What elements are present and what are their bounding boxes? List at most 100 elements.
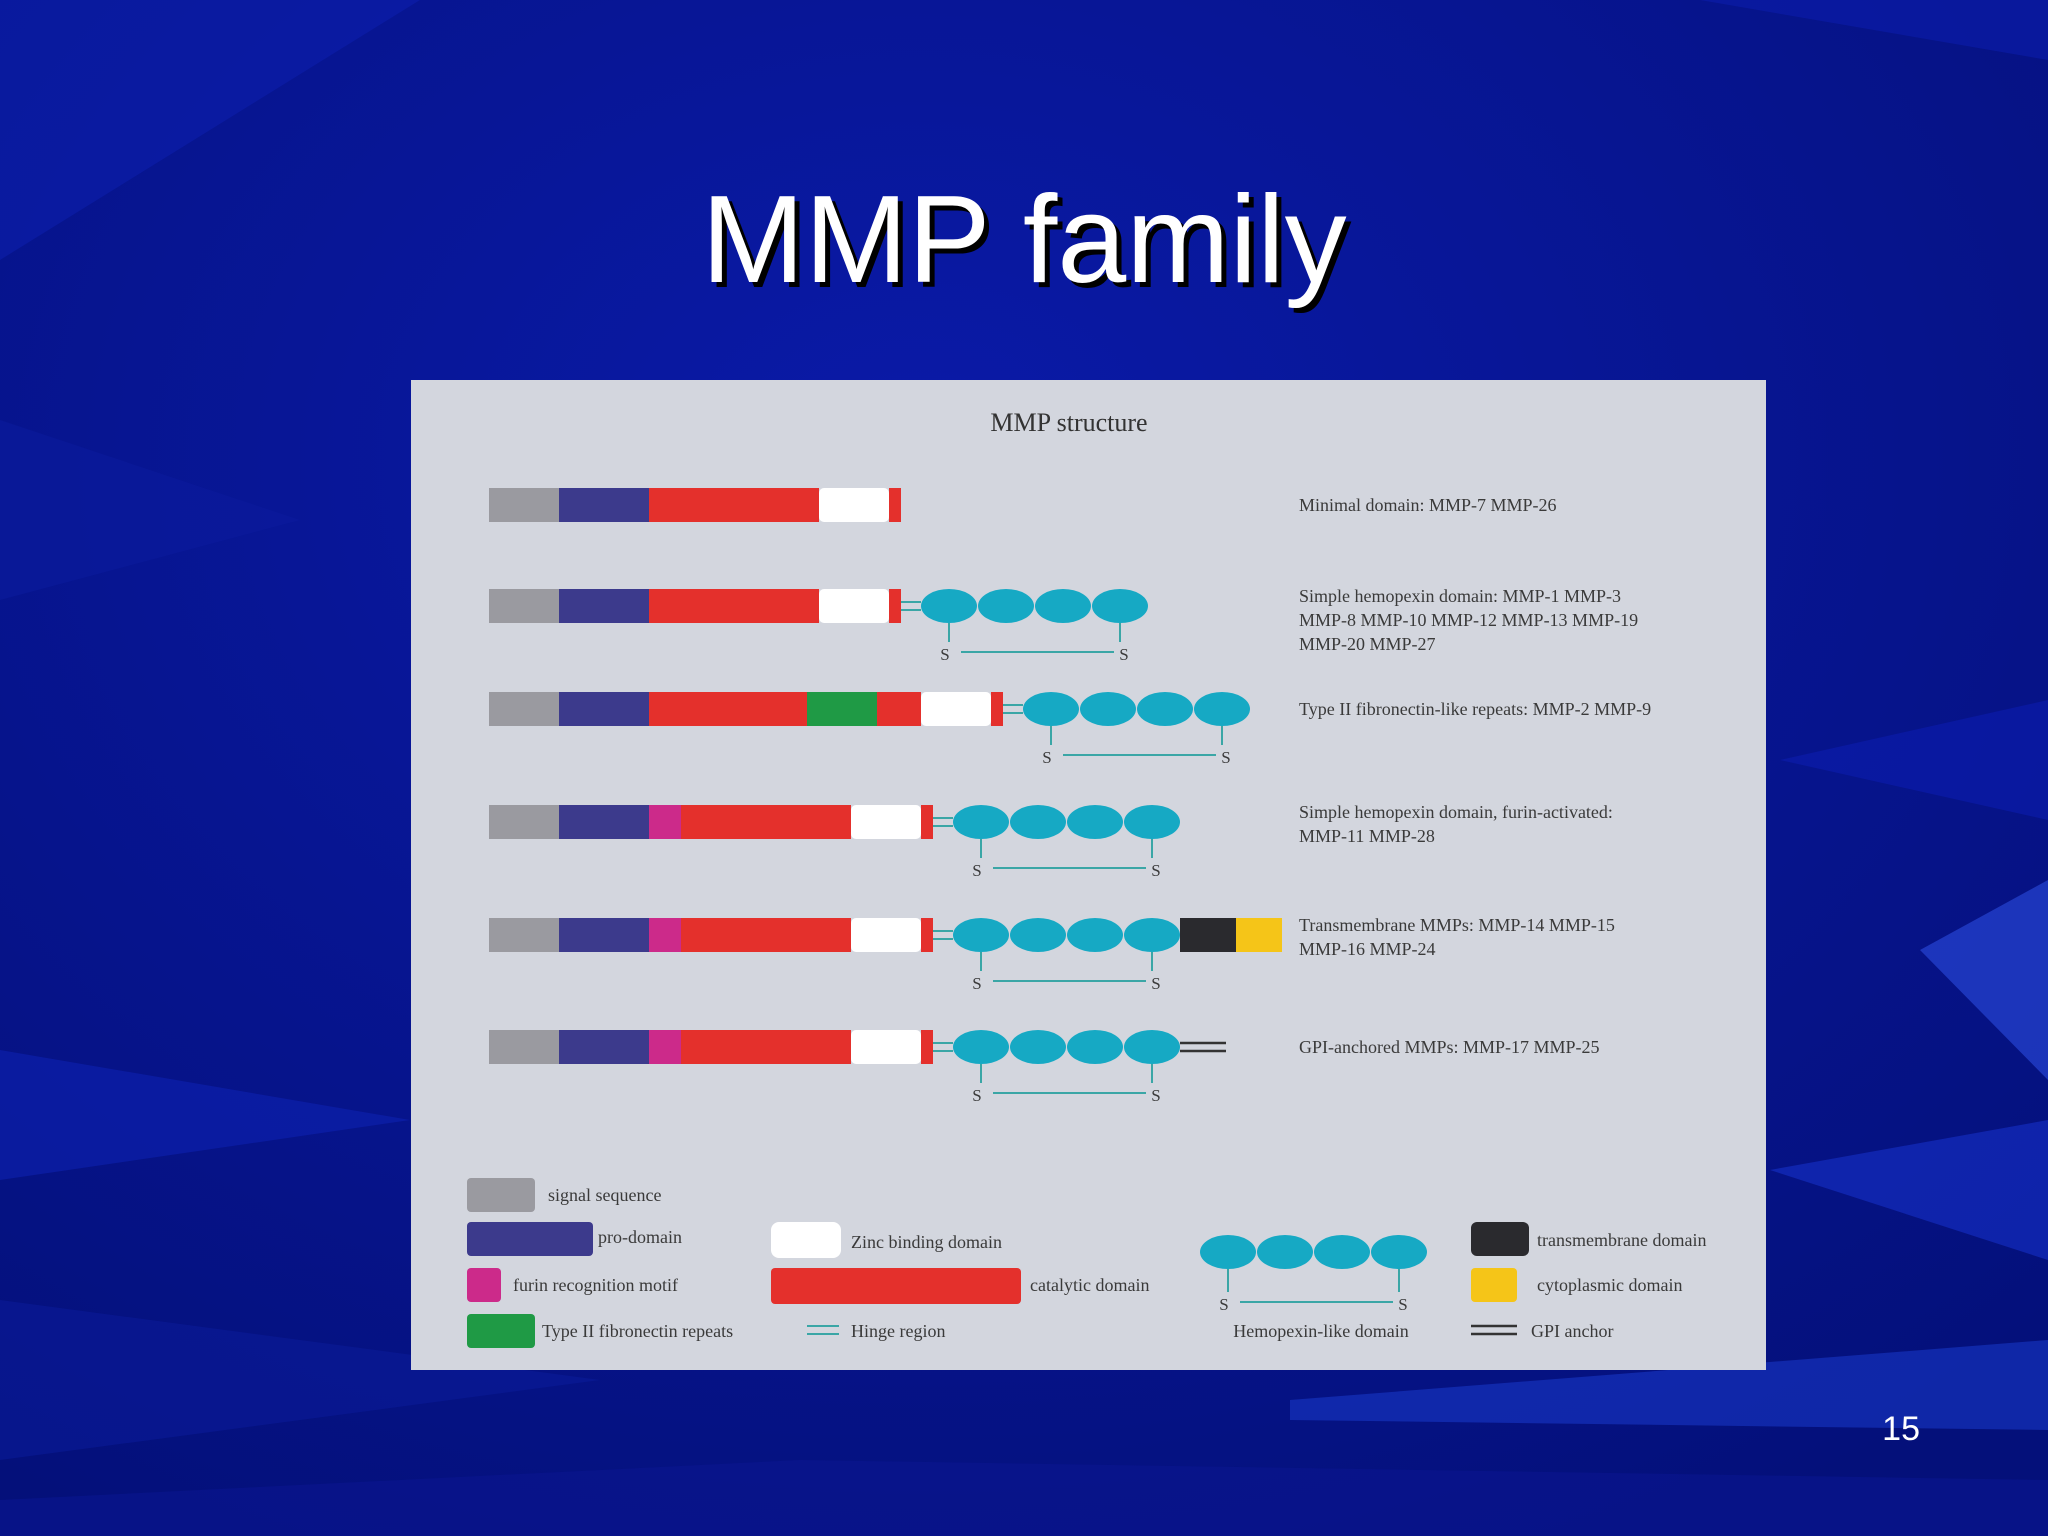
hemopexin-blade — [921, 589, 977, 623]
legend-hemopexin-blade — [1314, 1235, 1370, 1269]
pro-domain — [559, 589, 649, 623]
disulfide-label: S — [972, 861, 981, 880]
hinge-region — [933, 930, 953, 940]
mmp-diagram: MMP structure Minimal domain: MMP-7 MMP-… — [467, 408, 1706, 1348]
disulfide-label: S — [972, 1086, 981, 1105]
row-label: MMP-16 MMP-24 — [1299, 939, 1436, 959]
pro-domain — [559, 692, 649, 726]
legend-transmembrane-swatch — [1471, 1222, 1529, 1256]
legend-pro-swatch — [467, 1222, 593, 1256]
legend-zinc-label: Zinc binding domain — [851, 1232, 1002, 1252]
pro-domain — [559, 488, 649, 522]
legend-hemopexin-blade — [1257, 1235, 1313, 1269]
hemopexin-blade — [1067, 805, 1123, 839]
zinc-binding-domain — [851, 918, 921, 952]
legend-signal-label: signal sequence — [548, 1185, 661, 1205]
hemopexin-blade — [1080, 692, 1136, 726]
mmp-row-1: Minimal domain: MMP-7 MMP-26 — [489, 488, 1557, 522]
hemopexin-blade — [953, 805, 1009, 839]
signal-sequence — [489, 692, 559, 726]
legend-gpi-label: GPI anchor — [1531, 1321, 1613, 1341]
signal-sequence — [489, 589, 559, 623]
cytoplasmic-domain — [1236, 918, 1282, 952]
catalytic-domain — [921, 805, 933, 839]
hemopexin-blade — [978, 589, 1034, 623]
hemopexin-blade — [1092, 589, 1148, 623]
legend-furin-label: furin recognition motif — [513, 1275, 678, 1295]
furin-recognition-motif — [649, 918, 681, 952]
zinc-binding-domain — [851, 805, 921, 839]
disulfide-label: S — [1151, 861, 1160, 880]
legend-disulfide-label: S — [1398, 1295, 1407, 1314]
legend-transmembrane-label: transmembrane domain — [1537, 1230, 1706, 1250]
catalytic-domain — [649, 589, 819, 623]
catalytic-domain — [921, 918, 933, 952]
zinc-binding-domain — [921, 692, 991, 726]
disulfide-label: S — [940, 645, 949, 664]
catalytic-domain — [681, 1030, 851, 1064]
catalytic-domain — [889, 589, 901, 623]
legend-fibronectin-label: Type II fibronectin repeats — [542, 1321, 733, 1341]
signal-sequence — [489, 918, 559, 952]
disulfide-label: S — [1119, 645, 1128, 664]
disulfide-label: S — [1042, 748, 1051, 767]
disulfide-label: S — [1221, 748, 1230, 767]
zinc-binding-domain — [851, 1030, 921, 1064]
pro-domain — [559, 918, 649, 952]
disulfide-label: S — [1151, 974, 1160, 993]
catalytic-domain — [649, 692, 807, 726]
legend-pro-label: pro-domain — [598, 1227, 682, 1247]
legend-catalytic-swatch — [771, 1268, 1021, 1304]
figure-title: MMP structure — [990, 408, 1147, 437]
legend-cytoplasmic-swatch — [1471, 1268, 1517, 1302]
catalytic-domain — [921, 1030, 933, 1064]
legend-furin-swatch — [467, 1268, 501, 1302]
disulfide-label: S — [972, 974, 981, 993]
row-label: Simple hemopexin domain, furin-activated… — [1299, 802, 1613, 822]
hinge-region — [933, 817, 953, 827]
hemopexin-blade — [1010, 1030, 1066, 1064]
legend-catalytic-label: catalytic domain — [1030, 1275, 1149, 1295]
catalytic-domain — [889, 488, 901, 522]
hemopexin-blade — [1124, 918, 1180, 952]
legend-cytoplasmic-label: cytoplasmic domain — [1537, 1275, 1682, 1295]
hemopexin-blade — [1194, 692, 1250, 726]
hinge-region — [901, 601, 921, 611]
hemopexin-blade — [1137, 692, 1193, 726]
catalytic-domain — [877, 692, 921, 726]
signal-sequence — [489, 488, 559, 522]
row-label: Simple hemopexin domain: MMP-1 MMP-3 — [1299, 586, 1621, 606]
legend-disulfide-label: S — [1219, 1295, 1228, 1314]
pro-domain — [559, 805, 649, 839]
hinge-region — [933, 1042, 953, 1052]
zinc-binding-domain — [819, 589, 889, 623]
legend: signal sequence pro-domain furin recogniti… — [467, 1178, 1706, 1348]
mmp-row-5: S S Transmembrane MMPs: MMP-14 MMP-15MMP-1… — [489, 915, 1615, 993]
disulfide-label: S — [1151, 1086, 1160, 1105]
signal-sequence — [489, 805, 559, 839]
legend-signal-swatch — [467, 1178, 535, 1212]
legend-hemopexin-label: Hemopexin-like domain — [1233, 1321, 1408, 1341]
hemopexin-blade — [1067, 1030, 1123, 1064]
hemopexin-blade — [953, 918, 1009, 952]
hemopexin-blade — [1124, 1030, 1180, 1064]
catalytic-domain — [649, 488, 819, 522]
row-label: Transmembrane MMPs: MMP-14 MMP-15 — [1299, 915, 1615, 935]
hemopexin-blade — [1010, 805, 1066, 839]
hinge-region — [1003, 704, 1023, 714]
hemopexin-blade — [1124, 805, 1180, 839]
hemopexin-blade — [1067, 918, 1123, 952]
hemopexin-blade — [953, 1030, 1009, 1064]
row-label: GPI-anchored MMPs: MMP-17 MMP-25 — [1299, 1037, 1600, 1057]
hemopexin-blade — [1010, 918, 1066, 952]
slide-title: MMP family — [701, 171, 1347, 309]
furin-recognition-motif — [649, 805, 681, 839]
legend-fibronectin-swatch — [467, 1314, 535, 1348]
catalytic-domain — [681, 918, 851, 952]
row-label: MMP-20 MMP-27 — [1299, 634, 1436, 654]
